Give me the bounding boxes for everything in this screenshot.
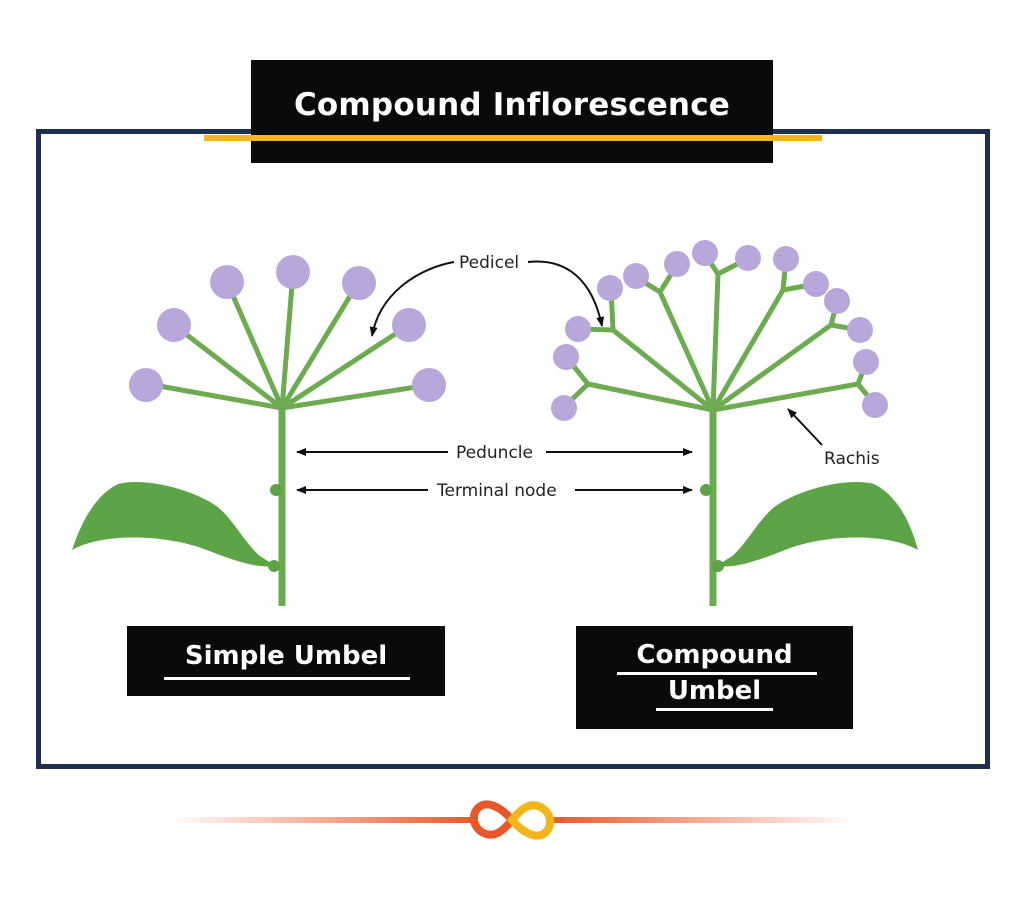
- page-title: Compound Inflorescence: [293, 87, 730, 123]
- flower: [735, 245, 761, 271]
- pedicel-arrow-right: [527, 260, 605, 327]
- infinity-logo-icon: [469, 800, 555, 840]
- title-underline: [204, 135, 822, 141]
- compound-umbel-caption-box: Compound Umbel: [576, 626, 853, 729]
- simple-umbel-caption: Simple Umbel: [184, 641, 388, 671]
- flower: [853, 349, 879, 375]
- flower: [664, 251, 690, 277]
- simple-leaf: [72, 482, 272, 567]
- annotations: Pedicel Peduncle Terminal node Rachis: [296, 253, 880, 501]
- peduncle-label: Peduncle: [456, 443, 533, 463]
- flower: [553, 344, 579, 370]
- compound-umbel-underline2: [656, 708, 773, 711]
- flower: [862, 392, 888, 418]
- flower: [597, 275, 623, 301]
- simple-flowers: [129, 255, 446, 402]
- compound-terminal-node: [700, 484, 712, 496]
- rachis-label: Rachis: [824, 449, 880, 469]
- pedicel-label: Pedicel: [459, 253, 519, 273]
- flower: [157, 308, 191, 342]
- flower: [129, 368, 163, 402]
- flower: [210, 265, 244, 299]
- compound-flowers: [551, 240, 888, 421]
- compound-leaf: [720, 482, 918, 567]
- compound-umbel-underline1: [617, 672, 817, 675]
- compound-umbel-caption-line1: Compound: [636, 640, 793, 670]
- flower: [847, 317, 873, 343]
- flower: [412, 368, 446, 402]
- compound-leaf-node: [712, 560, 724, 572]
- footer-bar: [168, 800, 856, 840]
- title-banner: Compound Inflorescence: [251, 60, 773, 163]
- rachis-arrow: [787, 408, 823, 446]
- flower: [824, 288, 850, 314]
- simple-umbel-caption-box: Simple Umbel: [127, 626, 445, 696]
- flower: [392, 308, 426, 342]
- footer-line-left: [168, 817, 478, 823]
- flower: [565, 316, 591, 342]
- footer-line-right: [546, 817, 856, 823]
- terminal-node-label: Terminal node: [436, 481, 557, 501]
- flower: [551, 395, 577, 421]
- simple-pedicels: [145, 270, 432, 411]
- flower: [692, 240, 718, 266]
- simple-leaf-node: [268, 560, 280, 572]
- compound-umbel-caption-line2: Umbel: [667, 676, 762, 706]
- simple-umbel-underline: [164, 677, 410, 680]
- compound-umbel: [551, 240, 918, 606]
- flower: [342, 266, 376, 300]
- flower: [276, 255, 310, 289]
- flower: [773, 246, 799, 272]
- flower: [623, 263, 649, 289]
- flower: [803, 271, 829, 297]
- pedicel-arrow-left: [369, 261, 455, 337]
- simple-terminal-node: [270, 484, 282, 496]
- simple-umbel: [72, 255, 446, 606]
